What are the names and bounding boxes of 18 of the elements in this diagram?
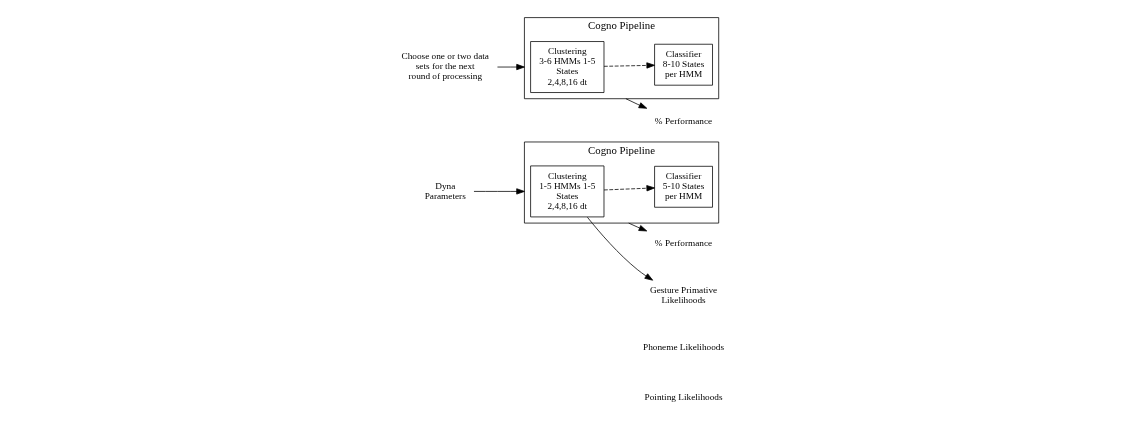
label: Pointing Likelihoods xyxy=(644,392,723,403)
arrow xyxy=(473,188,525,195)
node-box: Clustering 1-5 HMMs 1-5 States 2,4,8,16 dt xyxy=(529,165,604,218)
node-text: Dyna Parameters xyxy=(424,180,466,201)
arrow xyxy=(603,185,655,192)
label: Phoneme Likelihoods xyxy=(642,341,724,352)
node-text: Gesture Primative Likelihoods xyxy=(649,285,717,306)
node-text: Choose one or two data sets for the next round of processing xyxy=(400,51,489,82)
arrow xyxy=(603,62,655,69)
arrow xyxy=(496,63,525,71)
node-text: % Performance xyxy=(654,238,712,249)
arrow xyxy=(627,222,647,232)
node-box: Classifier 8-10 States per HMM xyxy=(653,43,713,86)
arrow xyxy=(625,98,647,109)
node-text: % Performance xyxy=(654,116,712,127)
arrow xyxy=(586,216,653,281)
node-box: Clustering 3-6 HMMs 1-5 States 2,4,8,16 dt xyxy=(529,41,604,93)
node-box: Classifier 5-10 States per HMM xyxy=(653,165,713,208)
